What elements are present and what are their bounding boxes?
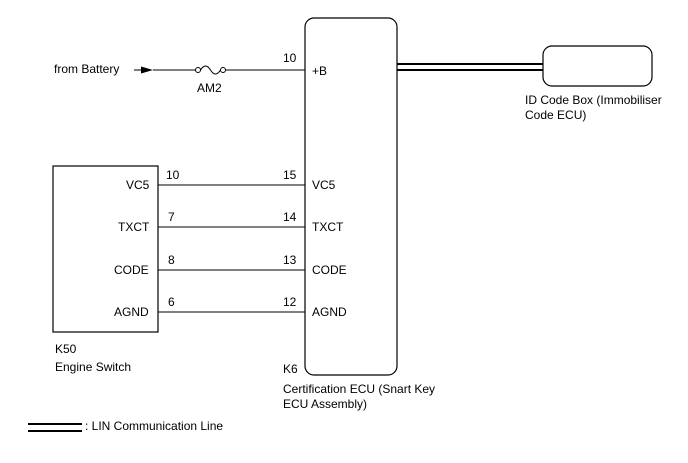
id-code-box-label-line2: Code ECU) [525,108,586,122]
engine-switch-pin-number-code: 8 [168,253,175,267]
ecu-pin-label-txct: TXCT [312,220,344,234]
engine-switch-pin-label-code: CODE [114,263,149,277]
ecu-pin-label-code: CODE [312,263,347,277]
certification-ecu-box [304,17,398,376]
ecu-pin-number-txct: 14 [283,210,297,224]
id-code-box [542,45,653,87]
plus-b-pin-label: +B [312,64,327,78]
id-code-box-label-line1: ID Code Box (Immobiliser [525,93,662,107]
engine-switch-pin-number-txct: 7 [168,210,175,224]
engine-switch-pin-label-txct: TXCT [118,220,150,234]
engine-switch-code: K50 [55,342,77,356]
fuse-icon [200,65,221,75]
ecu-pin-label-vc5: VC5 [312,178,336,192]
engine-switch-pin-number-agnd: 6 [168,295,175,309]
ecu-pin-label-agnd: AGND [312,305,347,319]
fuse-terminal-left [195,67,201,73]
certification-ecu-name-line1: Certification ECU (Snart Key [283,382,435,396]
engine-switch-pin-label-agnd: AGND [114,305,149,319]
engine-switch-name: Engine Switch [55,360,131,374]
fuse-label: AM2 [197,81,222,95]
legend-lin-label: : LIN Communication Line [85,419,223,433]
certification-ecu-code: K6 [283,362,298,376]
ecu-pin-number-vc5: 15 [283,168,297,182]
battery-label: from Battery [54,62,119,76]
fuse-terminal-right [220,67,226,73]
engine-switch-pin-label-vc5: VC5 [126,178,150,192]
engine-switch-box [52,165,159,333]
ecu-pin-number-agnd: 12 [283,295,297,309]
ecu-pin-number-code: 13 [283,253,297,267]
engine-switch-pin-number-vc5: 10 [166,168,180,182]
battery-arrow-icon [141,66,153,74]
plus-b-pin-number: 10 [283,51,297,65]
certification-ecu-name-line2: ECU Assembly) [283,397,367,411]
